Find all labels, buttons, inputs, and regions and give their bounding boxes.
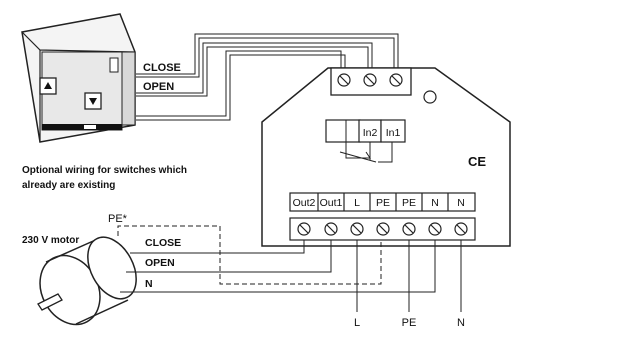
terminal-label-out2: Out2 [293, 197, 316, 209]
input-block: In2 In1 [325, 119, 406, 163]
terminal-label-l: L [354, 197, 360, 209]
terminal-screw-out1 [324, 222, 338, 236]
supply-wires [356, 240, 462, 312]
ce-mark: CE [468, 154, 486, 169]
input-in2-label: In2 [363, 127, 378, 139]
terminal-label-out1: Out1 [320, 197, 343, 209]
motor-wires [120, 240, 436, 293]
motor-n-label: N [145, 278, 153, 290]
terminal-screw-n-1 [428, 222, 442, 236]
triangle-down-icon [89, 98, 97, 105]
bottom-terminals [289, 217, 476, 241]
terminal-screw-pe-2 [402, 222, 416, 236]
terminal-label-n-1: N [431, 197, 439, 209]
input-in1-label: In1 [386, 127, 401, 139]
supply-label-l: L [354, 317, 360, 329]
up-button [39, 77, 57, 95]
wall-switch [21, 13, 136, 143]
terminal-label-row: Out2 Out1 L PE PE N N [289, 192, 476, 212]
switch-wires [136, 33, 399, 121]
terminal-screw-pe-1 [376, 222, 390, 236]
supply-label-pe: PE [402, 317, 417, 329]
supply-label-n: N [457, 317, 465, 329]
terminal-label-pe-2: PE [402, 197, 416, 209]
triangle-up-icon [44, 82, 52, 89]
terminal-label-pe-1: PE [376, 197, 390, 209]
terminal-screw-out2 [297, 222, 311, 236]
motor-label: 230 V motor [22, 235, 79, 246]
terminal-screw-n-2 [454, 222, 468, 236]
terminal-label-n-2: N [457, 197, 465, 209]
down-button [84, 92, 102, 110]
motor-pe-dashed-wire [117, 225, 382, 285]
motor-open-label: OPEN [145, 257, 175, 269]
motor [37, 236, 137, 326]
motor-close-label: CLOSE [145, 237, 181, 249]
switch-open-label: OPEN [143, 81, 174, 93]
motor-pe-label: PE* [108, 213, 128, 225]
terminal-screw-l [350, 222, 364, 236]
switch-caption-line1: Optional wiring for switches which [22, 165, 187, 176]
top-terminal-2 [363, 73, 377, 87]
top-terminals [337, 73, 403, 87]
top-terminal-3 [389, 73, 403, 87]
switch-close-label: CLOSE [143, 62, 181, 74]
switch-caption-line2: already are existing [22, 180, 115, 191]
top-terminal-1 [337, 73, 351, 87]
